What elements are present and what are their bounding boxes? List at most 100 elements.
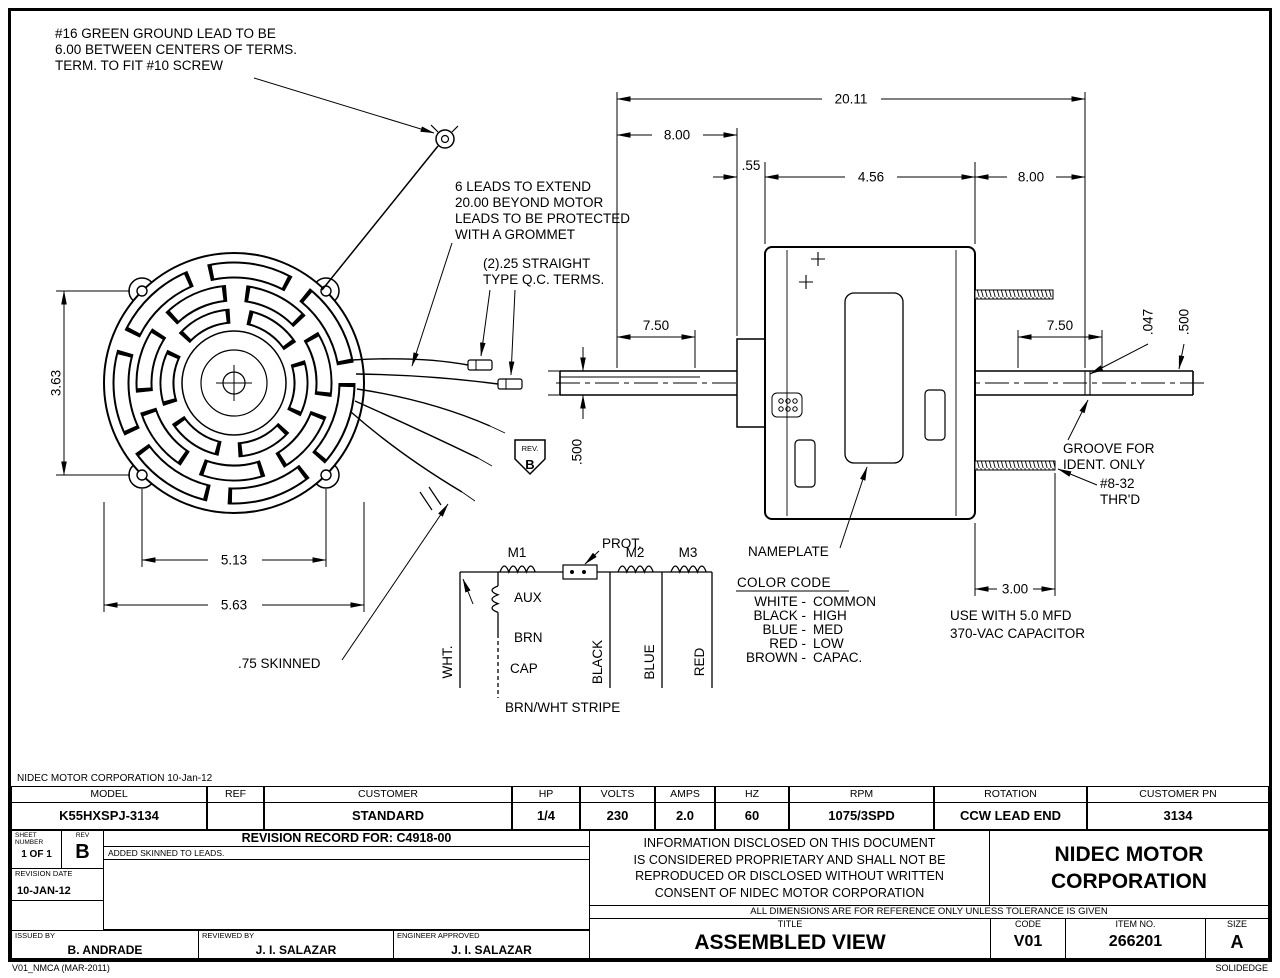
spec-header-customer: CUSTOMER [264,786,512,803]
skinned-marks [419,486,442,511]
size-value: A [1230,932,1244,952]
rev-value: B [75,841,90,863]
svg-text:BLACK -: BLACK - [753,608,806,623]
tolerance-note: ALL DIMENSIONS ARE FOR REFERENCE ONLY UN… [589,905,1269,919]
lead-wire [356,388,491,427]
revision-note: ADDED SKINNED TO LEADS. [103,846,590,860]
capacitor-note: USE WITH 5.0 MFD [950,608,1072,623]
coil-m3 [670,565,707,574]
spec-value-amps: 2.0 [655,803,715,830]
sheet-number-value: 1 OF 1 [21,848,52,860]
shaft-groove [1084,371,1091,395]
side-annotations: NAMEPLATE GROOVE FOR IDENT. ONLY #8-32 T… [748,399,1155,641]
spec-value-customer: STANDARD [264,803,512,830]
issued-by-value: B. ANDRADE [67,942,143,957]
spec-header-hz: HZ [715,786,789,803]
spec-header-rpm: RPM [789,786,934,803]
rev-flag: REV. B [514,439,546,476]
wiring-schematic [459,550,713,698]
svg-text:370-VAC CAPACITOR: 370-VAC CAPACITOR [950,626,1085,641]
svg-text:LOW: LOW [813,636,844,651]
label-aux: AUX [514,590,542,605]
spec-value-rpm: 1075/3SPD [789,803,934,830]
bolt-hole [136,285,148,297]
datum-marks [799,252,825,289]
annotations: #16 GREEN GROUND LEAD TO BE 6.00 BETWEEN… [55,26,630,671]
svg-text:THR'D: THR'D [1100,492,1140,507]
sheet-border [8,8,1272,962]
svg-text:20.00 BEYOND MOTOR: 20.00 BEYOND MOTOR [455,195,604,210]
spec-value-rotation: CCW LEAD END [934,803,1087,830]
svg-text:HIGH: HIGH [813,608,847,623]
empty-cell [11,900,104,931]
spec-value-hp: 1/4 [512,803,580,830]
revision-date-value: 10-JAN-12 [17,884,71,897]
spec-value-volts: 230 [580,803,655,830]
svg-text:WITH A GROMMET: WITH A GROMMET [455,227,575,242]
code-value: V01 [1013,933,1043,950]
side-view [556,246,1204,520]
threaded-stud-bottom [974,460,1056,471]
svg-text:WHITE -: WHITE - [754,594,806,609]
threaded-stud-top [974,289,1054,300]
side-dimensions [548,92,1185,596]
spec-header-ref: REF [207,786,264,803]
bolt-hole [320,285,332,297]
qc-note: (2).25 STRAIGHT [483,256,590,271]
skinned-note: .75 SKINNED [238,656,321,671]
spec-header-rotation: ROTATION [934,786,1087,803]
dim-shaft-right: 7.50 [1047,318,1073,333]
engineer-approved-cell: ENGINEER APPROVED J. I. SALAZAR [393,930,590,959]
dim-shaft-left: 7.50 [643,318,669,333]
ground-lead [321,145,439,291]
coil-m1 [499,565,536,574]
revision-record-empty [103,859,590,930]
spec-header-volts: VOLTS [580,786,655,803]
label-prot: PROT. [602,536,642,551]
svg-text:CAPAC.: CAPAC. [813,650,862,665]
vent-slots [112,261,356,505]
terminal-slot [794,439,816,488]
label-stripe: BRN/WHT STRIPE [505,700,620,715]
cad-system: SOLIDEDGE [1215,963,1268,973]
svg-text:B: B [525,457,534,472]
motor-leads [321,124,523,511]
spec-value-ref [207,803,264,830]
shell-seams [786,250,957,516]
issued-by-cell: ISSUED BY B. ANDRADE [11,930,199,959]
motor-body [764,246,976,520]
spec-header-hp: HP [512,786,580,803]
company-header-line: NIDEC MOTOR CORPORATION 10-Jan-12 [17,773,213,784]
front-view [103,252,365,514]
form-number: V01_NMCA (MAR-2011) [12,963,110,973]
svg-text:BROWN -: BROWN - [746,650,806,665]
svg-text:RED -: RED - [769,636,806,651]
code-cell: CODE V01 [990,918,1066,959]
bearing-hub [736,338,766,428]
coil-m2 [617,565,654,574]
spec-value-hz: 60 [715,803,789,830]
dim-groove-d: .500 [1177,309,1192,335]
label-cap: CAP [510,661,538,676]
ground-note: #16 GREEN GROUND LEAD TO BE [55,26,276,41]
size-cell: SIZE A [1205,918,1269,959]
spec-header-model: MODEL [11,786,207,803]
dim-shaft-dia: .500 [570,439,585,465]
nameplate-outline [844,292,904,464]
svg-text:IDENT. ONLY: IDENT. ONLY [1063,457,1145,472]
ground-terminal [435,129,455,149]
bolt-hole [136,469,148,481]
sheet-number-cell: SHEET NUMBER 1 OF 1 [11,830,62,869]
title-cell: TITLE ASSEMBLED VIEW [589,918,991,959]
dim-left-ext: 8.00 [664,128,690,143]
dim-right-ext: 8.00 [1018,170,1044,185]
revision-record-header: REVISION RECORD FOR: C4918-00 [103,830,590,847]
svg-text:BLUE -: BLUE - [762,622,806,637]
company-name-cell: NIDEC MOTOR CORPORATION [989,830,1269,906]
front-dimensions [56,290,365,612]
leads-note: 6 LEADS TO EXTEND [455,179,591,194]
